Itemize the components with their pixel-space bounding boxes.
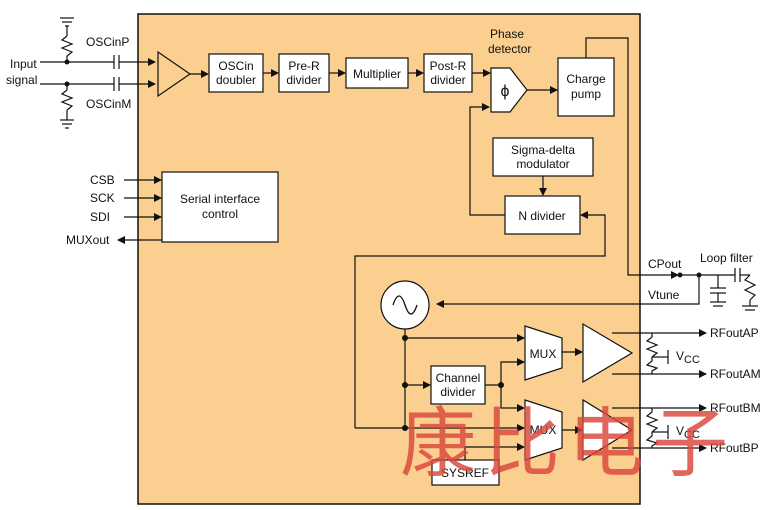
mux-b-block bbox=[524, 399, 563, 461]
serial-interface-label-2: control bbox=[202, 207, 238, 221]
phi-symbol: ϕ bbox=[501, 83, 510, 100]
rfout-bm-label: RFoutBM bbox=[710, 401, 761, 415]
multiplier-block bbox=[345, 57, 409, 89]
loop-filter-label: Loop filter bbox=[700, 251, 753, 265]
channel-divider-label: Channel bbox=[436, 371, 481, 385]
input-buffer-amp bbox=[157, 50, 192, 98]
rfout-am-label: RFoutAM bbox=[710, 367, 761, 381]
phase-detector-label-2: detector bbox=[488, 42, 531, 56]
n-divider-block bbox=[504, 195, 581, 235]
muxout-label: MUXout bbox=[66, 233, 110, 247]
sysref-label: SYSREF bbox=[441, 466, 489, 480]
phase-detector-label: Phase bbox=[490, 27, 524, 41]
input-signal-label: Input bbox=[10, 57, 37, 71]
pre-r-label: Pre-R bbox=[288, 59, 320, 73]
multiplier-label: Multiplier bbox=[353, 67, 401, 81]
csb-label: CSB bbox=[90, 173, 115, 187]
phase-detector-block bbox=[490, 67, 528, 113]
pre-r-label-2: divider bbox=[286, 73, 321, 87]
charge-pump-label: Charge bbox=[566, 72, 606, 86]
output-buffer-a bbox=[582, 322, 634, 384]
oscin-doubler-label: OSCin bbox=[218, 59, 253, 73]
mux-b-label: MUX bbox=[530, 423, 557, 437]
charge-pump-label-2: pump bbox=[571, 87, 601, 101]
vtune-label: Vtune bbox=[648, 288, 680, 302]
oscin-doubler-label-2: doubler bbox=[216, 73, 256, 87]
mux-a-label: MUX bbox=[530, 347, 557, 361]
osc-in-m-label: OSCinM bbox=[86, 97, 131, 111]
serial-interface-label: Serial interface bbox=[180, 192, 260, 206]
oscin-doubler-block bbox=[208, 53, 264, 93]
watermark-text: 康比电子 bbox=[400, 399, 736, 488]
output-buffer-b bbox=[582, 398, 634, 462]
input-network bbox=[40, 17, 156, 129]
sigma-delta-block bbox=[492, 137, 594, 177]
serial-interface-block bbox=[161, 171, 279, 243]
vcc-b-label: VCC bbox=[676, 424, 700, 441]
rfout-bp-label: RFoutBP bbox=[710, 441, 759, 455]
sigma-delta-label: Sigma-delta bbox=[511, 143, 575, 157]
post-r-label-2: divider bbox=[430, 73, 465, 87]
sdi-label: SDI bbox=[90, 210, 110, 224]
n-divider-label: N divider bbox=[518, 209, 565, 223]
cpout-label: CPout bbox=[648, 257, 682, 271]
osc-in-p-label: OSCinP bbox=[86, 35, 129, 49]
channel-divider-label-2: divider bbox=[440, 385, 475, 399]
post-r-label: Post-R bbox=[430, 59, 467, 73]
loop-filter bbox=[436, 268, 758, 311]
rfout-ap-label: RFoutAP bbox=[710, 326, 759, 340]
channel-divider-block bbox=[430, 365, 486, 405]
pre-r-divider-block bbox=[278, 53, 330, 93]
mux-a-block bbox=[524, 325, 563, 381]
vcc-a-label: VCC bbox=[676, 349, 700, 366]
sck-label: SCK bbox=[90, 191, 115, 205]
input-signal-label-2: signal bbox=[6, 73, 37, 87]
sigma-delta-label-2: modulator bbox=[516, 157, 569, 171]
